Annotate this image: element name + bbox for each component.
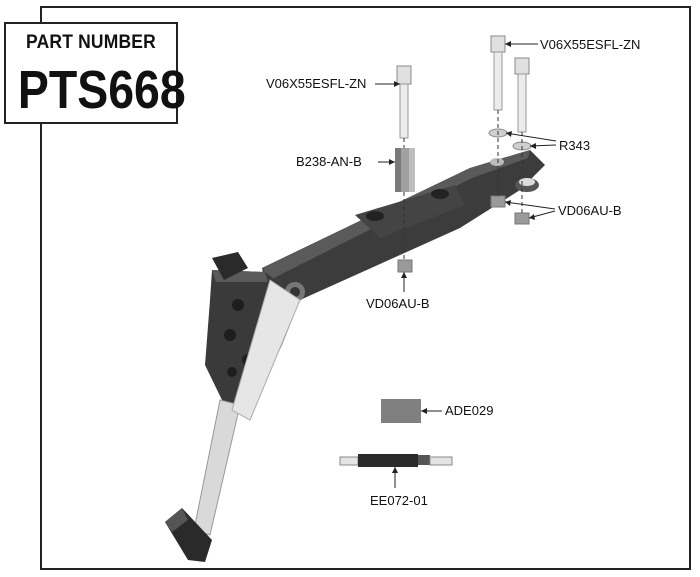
bolt-right-2 [514, 57, 530, 133]
leader-arrows [389, 41, 536, 473]
kickstand-leg [193, 279, 301, 536]
part-number-value: PTS668 [17, 60, 186, 120]
callout-bolt-right: V06X55ESFL-ZN [540, 37, 641, 52]
callout-adhesive: ADE029 [445, 403, 494, 418]
adhesive-pad [381, 399, 421, 423]
part-number-box: PART NUMBER PTS668 [4, 22, 186, 124]
bolt-right-1 [490, 35, 506, 111]
callout-washer: R343 [559, 138, 591, 153]
spacer [395, 148, 415, 192]
diagram-frame [40, 6, 691, 570]
kickstand-foot [165, 508, 212, 562]
cable [339, 454, 453, 467]
nuts-right [490, 195, 530, 225]
bolt-left [396, 65, 412, 139]
part-number-title: PART NUMBER [26, 32, 156, 53]
callout-cable: EE072-01 [370, 493, 428, 508]
arm-right-hardware [490, 158, 539, 192]
stand-arm [262, 150, 545, 300]
callout-bolt-left: V06X55ESFL-ZN [266, 76, 367, 91]
assembly-axes [403, 110, 523, 260]
callout-nut-center: VD06AU-B [366, 296, 430, 311]
nut-center [397, 259, 413, 273]
callout-spacer: B238-AN-B [296, 154, 362, 169]
callout-nuts-right: VD06AU-B [558, 203, 622, 218]
